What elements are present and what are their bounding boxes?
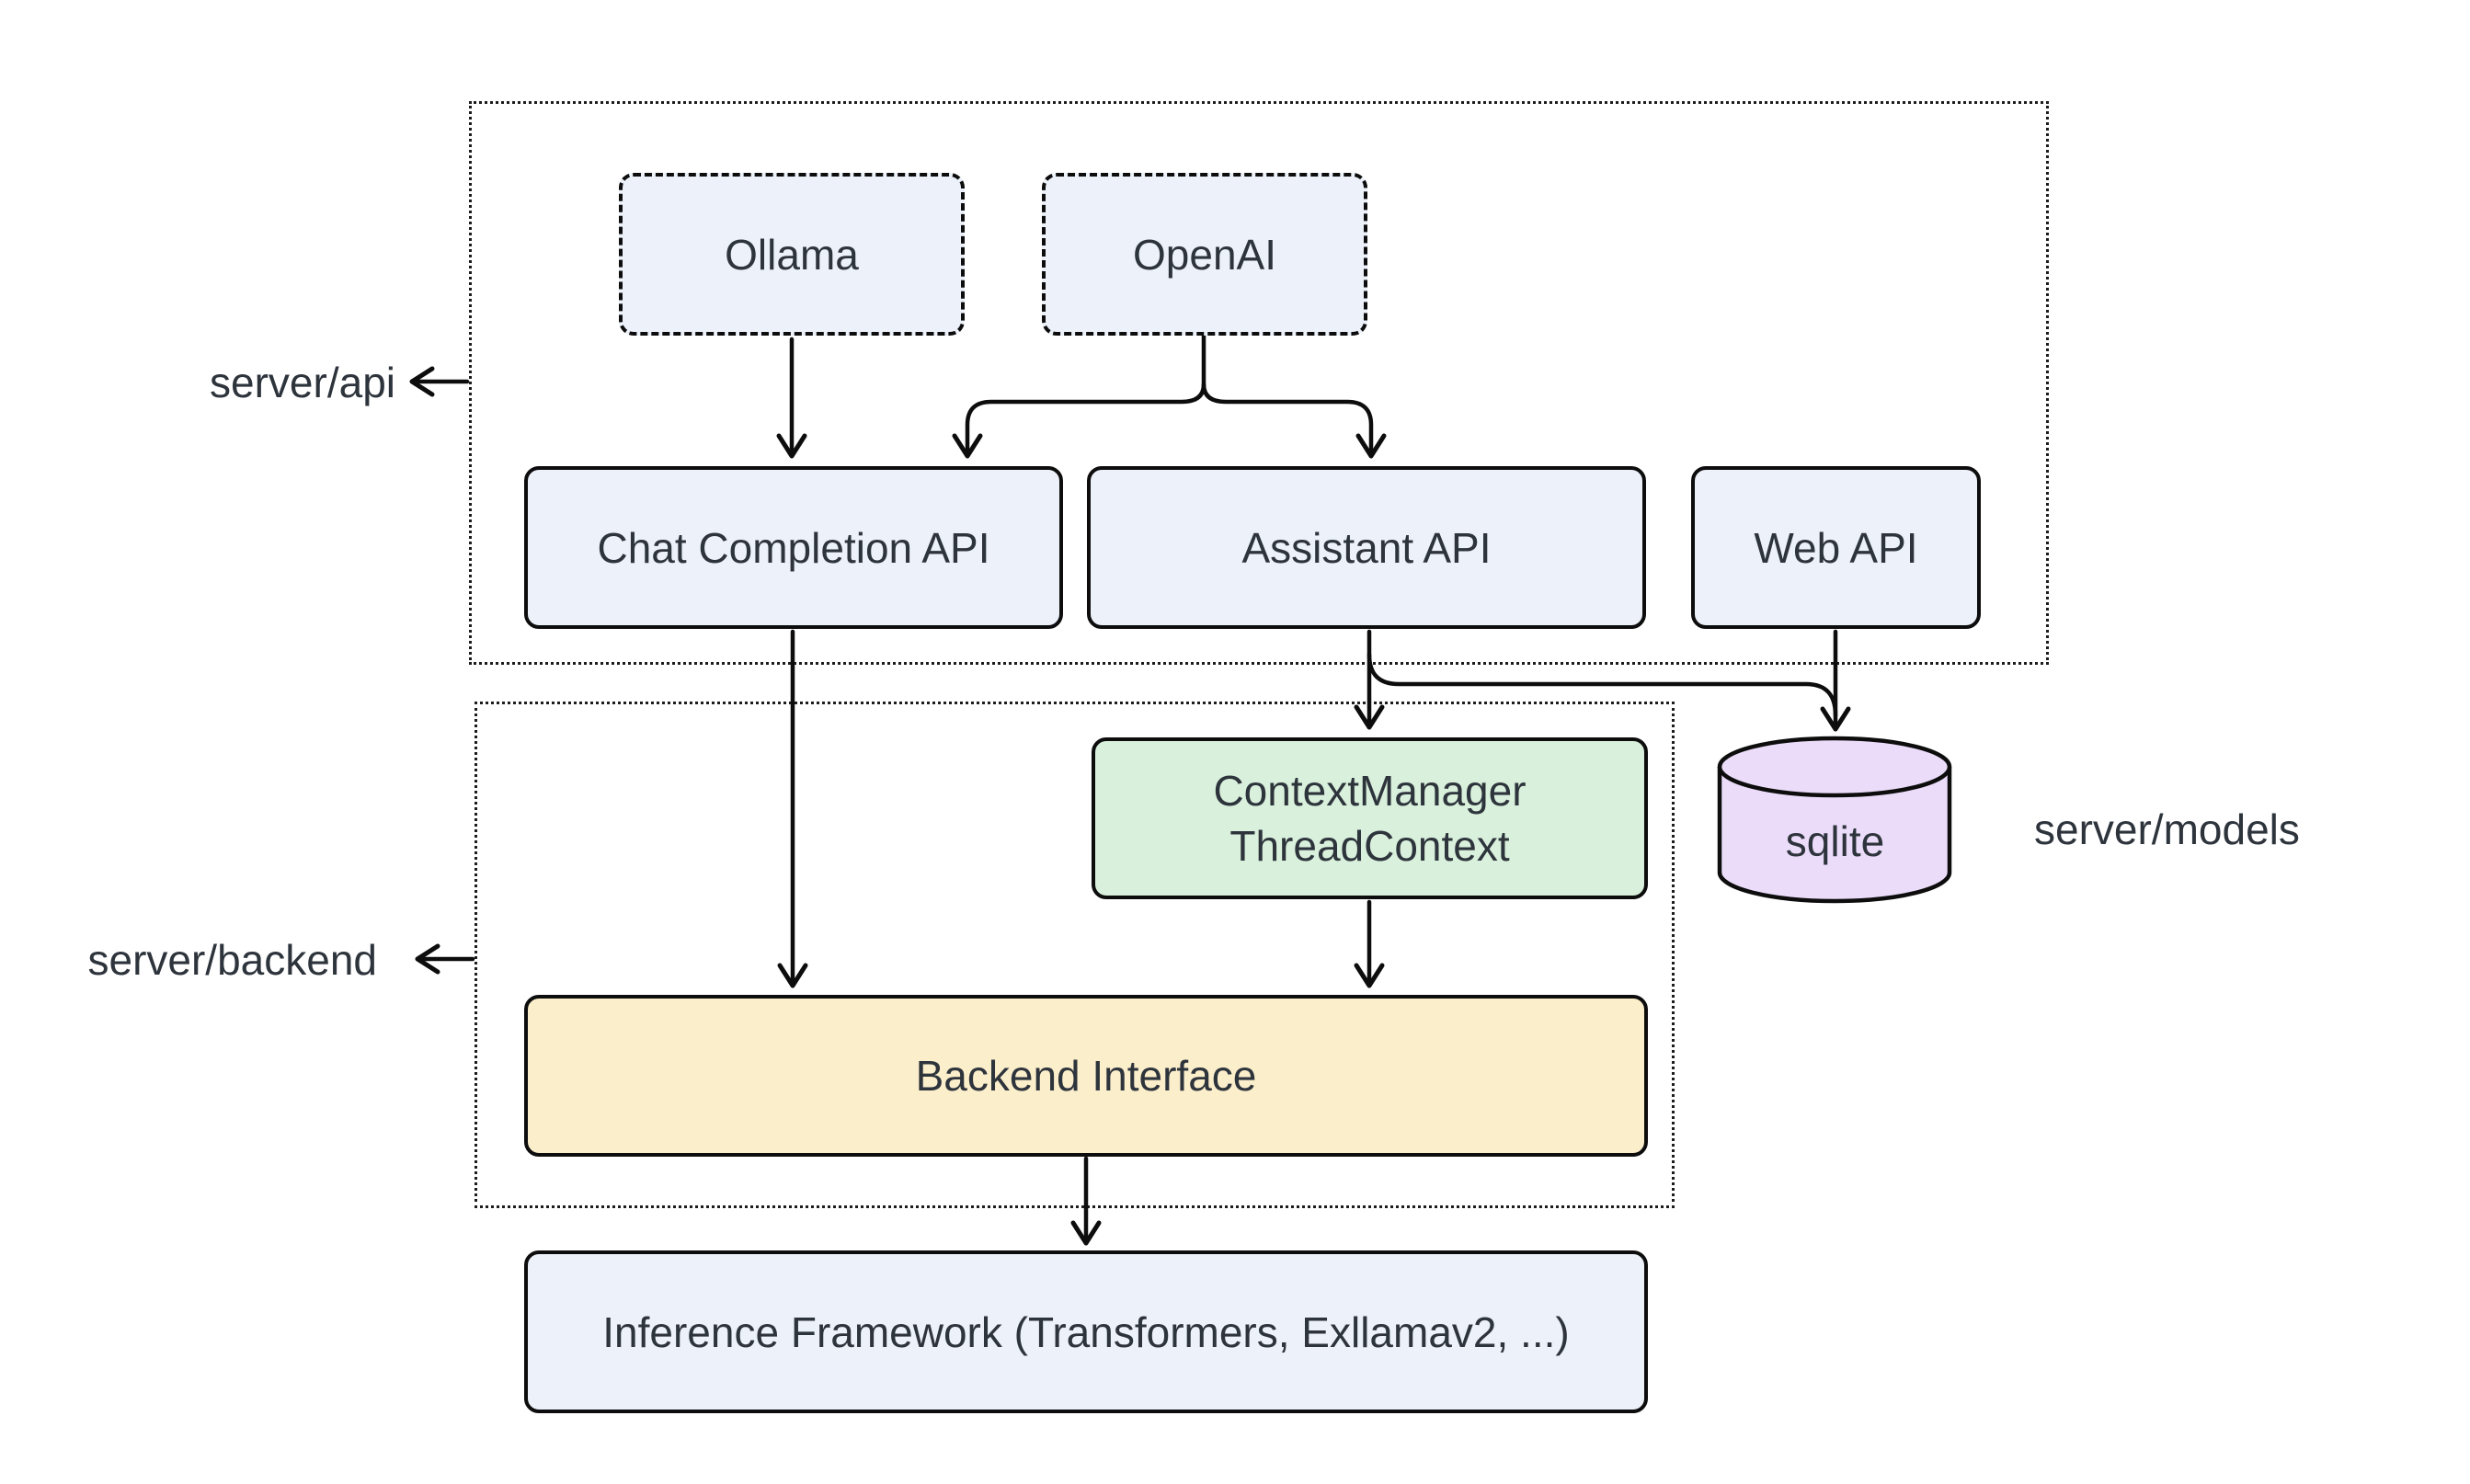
node-chat-completion-api: Chat Completion API (524, 466, 1063, 629)
node-inference-framework-label: Inference Framework (Transformers, Exlla… (602, 1307, 1570, 1356)
node-ollama-label: Ollama (725, 230, 859, 279)
node-context-manager-label-line2: ThreadContext (1229, 822, 1510, 870)
node-inference-framework: Inference Framework (Transformers, Exlla… (524, 1250, 1648, 1413)
node-chat-completion-api-label: Chat Completion API (597, 523, 990, 572)
label-server-backend: server/backend (87, 936, 378, 984)
node-web-api-label: Web API (1754, 523, 1918, 572)
node-context-manager: ContextManager ThreadContext (1092, 737, 1648, 899)
edge-openai-chat (952, 333, 1206, 459)
node-openai: OpenAI (1042, 173, 1367, 336)
node-sqlite-label: sqlite (1785, 817, 1885, 865)
group-server-backend (475, 702, 1675, 1208)
node-backend-interface: Backend Interface (524, 995, 1648, 1157)
label-server-models: server/models (2034, 805, 2300, 853)
node-context-manager-label-line1: ContextManager (1213, 767, 1527, 815)
node-ollama: Ollama (619, 173, 965, 336)
node-web-api: Web API (1691, 466, 1981, 629)
sqlite-cylinder-shape (1717, 736, 1952, 904)
edge-assistant-sqlite (1367, 652, 1838, 718)
node-backend-interface-label: Backend Interface (915, 1052, 1257, 1100)
group-server-api (469, 101, 2049, 665)
label-server-api: server/api (210, 359, 395, 406)
node-assistant-api: Assistant API (1087, 466, 1646, 629)
node-openai-label: OpenAI (1133, 230, 1276, 279)
edge-openai-assistant (1201, 382, 1387, 459)
node-assistant-api-label: Assistant API (1241, 523, 1492, 572)
